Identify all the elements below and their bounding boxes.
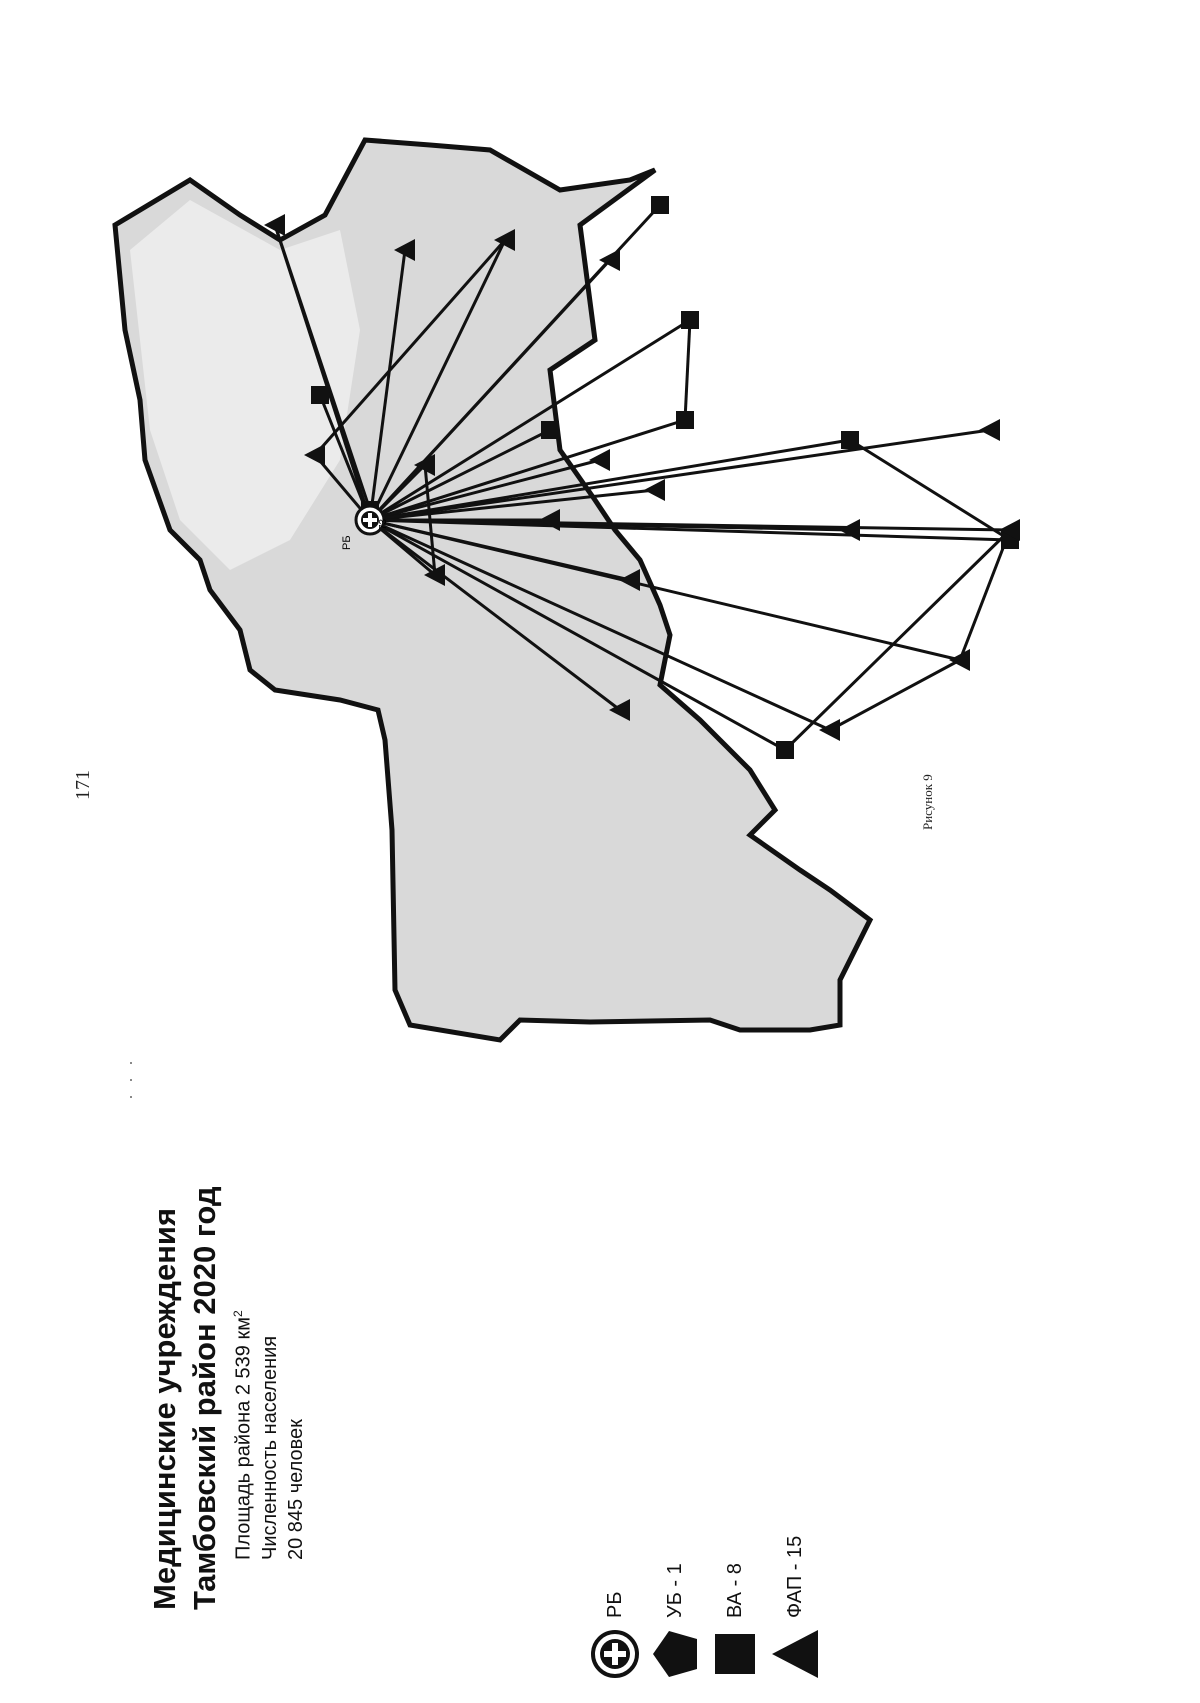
district-map: РБ 73 (110, 130, 1130, 1150)
link-line (369, 518, 961, 662)
feldsher-post-marker (819, 719, 840, 741)
hub-cross-h (363, 518, 377, 522)
link-line (318, 394, 372, 521)
link-lines (273, 203, 1012, 752)
outpatient-clinic-marker (841, 431, 859, 449)
feldsher-post-marker (539, 509, 560, 531)
link-line (273, 224, 372, 511)
link-line (369, 518, 831, 732)
legend-label-rb: РБ (603, 1591, 626, 1618)
figure-caption: Рисунок 9 (920, 774, 935, 830)
feldsher-post-marker (414, 454, 435, 476)
outpatient-clinic-marker (676, 411, 694, 429)
outpatient-clinic-marker (681, 311, 699, 329)
area-text: Площадь района 2 539 км (232, 1317, 255, 1560)
link-line (829, 658, 961, 732)
link-line (369, 488, 656, 522)
feldsher-post-marker (599, 249, 620, 271)
page-number: 171 (72, 770, 94, 800)
link-line (369, 518, 786, 752)
outpatient-clinic-marker (776, 741, 794, 759)
facility-markers (264, 196, 1020, 759)
hub-label: РБ (341, 535, 353, 550)
triangle-icon (772, 1630, 818, 1678)
hub-marker: РБ 73 (341, 504, 389, 550)
square-icon (715, 1634, 755, 1674)
feldsher-post-marker (589, 449, 610, 471)
feldsher-post-marker (619, 569, 640, 591)
feldsher-post-marker (304, 444, 325, 466)
district-region-light (130, 200, 360, 570)
map-legend: РБ УБ - 1 ВА - 8 ФАП - 15 (585, 1320, 825, 1680)
link-line (368, 249, 407, 521)
outpatient-clinic-marker (311, 386, 329, 404)
legend-label-ub: УБ - 1 (663, 1563, 686, 1618)
hospital-cross-icon (591, 1630, 639, 1678)
area-unit-sup: 2 (231, 1310, 245, 1317)
outpatient-clinic-marker (651, 196, 669, 214)
legend-item-va: ВА - 8 (705, 1320, 765, 1680)
link-line (683, 319, 692, 421)
link-line (369, 518, 1011, 542)
legend-label-va: ВА - 8 (723, 1563, 746, 1618)
link-line (369, 458, 601, 522)
link-line (423, 464, 437, 576)
link-line (369, 428, 991, 522)
legend-label-fap: ФАП - 15 (783, 1535, 806, 1618)
hub-annotation: 73 (378, 518, 389, 530)
link-line (369, 438, 851, 522)
link-line (368, 258, 612, 522)
link-line (369, 318, 691, 522)
legend-item-rb: РБ (585, 1320, 645, 1680)
feldsher-post-marker (264, 214, 285, 236)
link-line (368, 239, 507, 521)
feldsher-post-marker (394, 239, 415, 261)
link-line (369, 518, 621, 712)
feldsher-post-marker (494, 229, 515, 251)
pentagon-icon (653, 1631, 697, 1677)
link-line (849, 438, 1011, 542)
outpatient-clinic-marker (541, 421, 559, 439)
feldsher-post-marker (999, 519, 1020, 541)
feldsher-post-marker (979, 419, 1000, 441)
feldsher-post-marker (949, 649, 970, 671)
feldsher-post-marker (609, 699, 630, 721)
link-line (313, 239, 507, 456)
legend-item-fap: ФАП - 15 (765, 1320, 825, 1680)
district-map-svg: РБ 73 (112, 137, 1020, 1043)
link-line (369, 428, 551, 522)
feldsher-post-marker (839, 519, 860, 541)
link-line (369, 518, 1011, 532)
feldsher-post-marker (644, 479, 665, 501)
legend-item-ub: УБ - 1 (645, 1320, 705, 1680)
link-line (369, 418, 686, 522)
feldsher-post-marker (424, 564, 445, 586)
link-line (783, 528, 1012, 752)
link-line (958, 529, 1012, 661)
